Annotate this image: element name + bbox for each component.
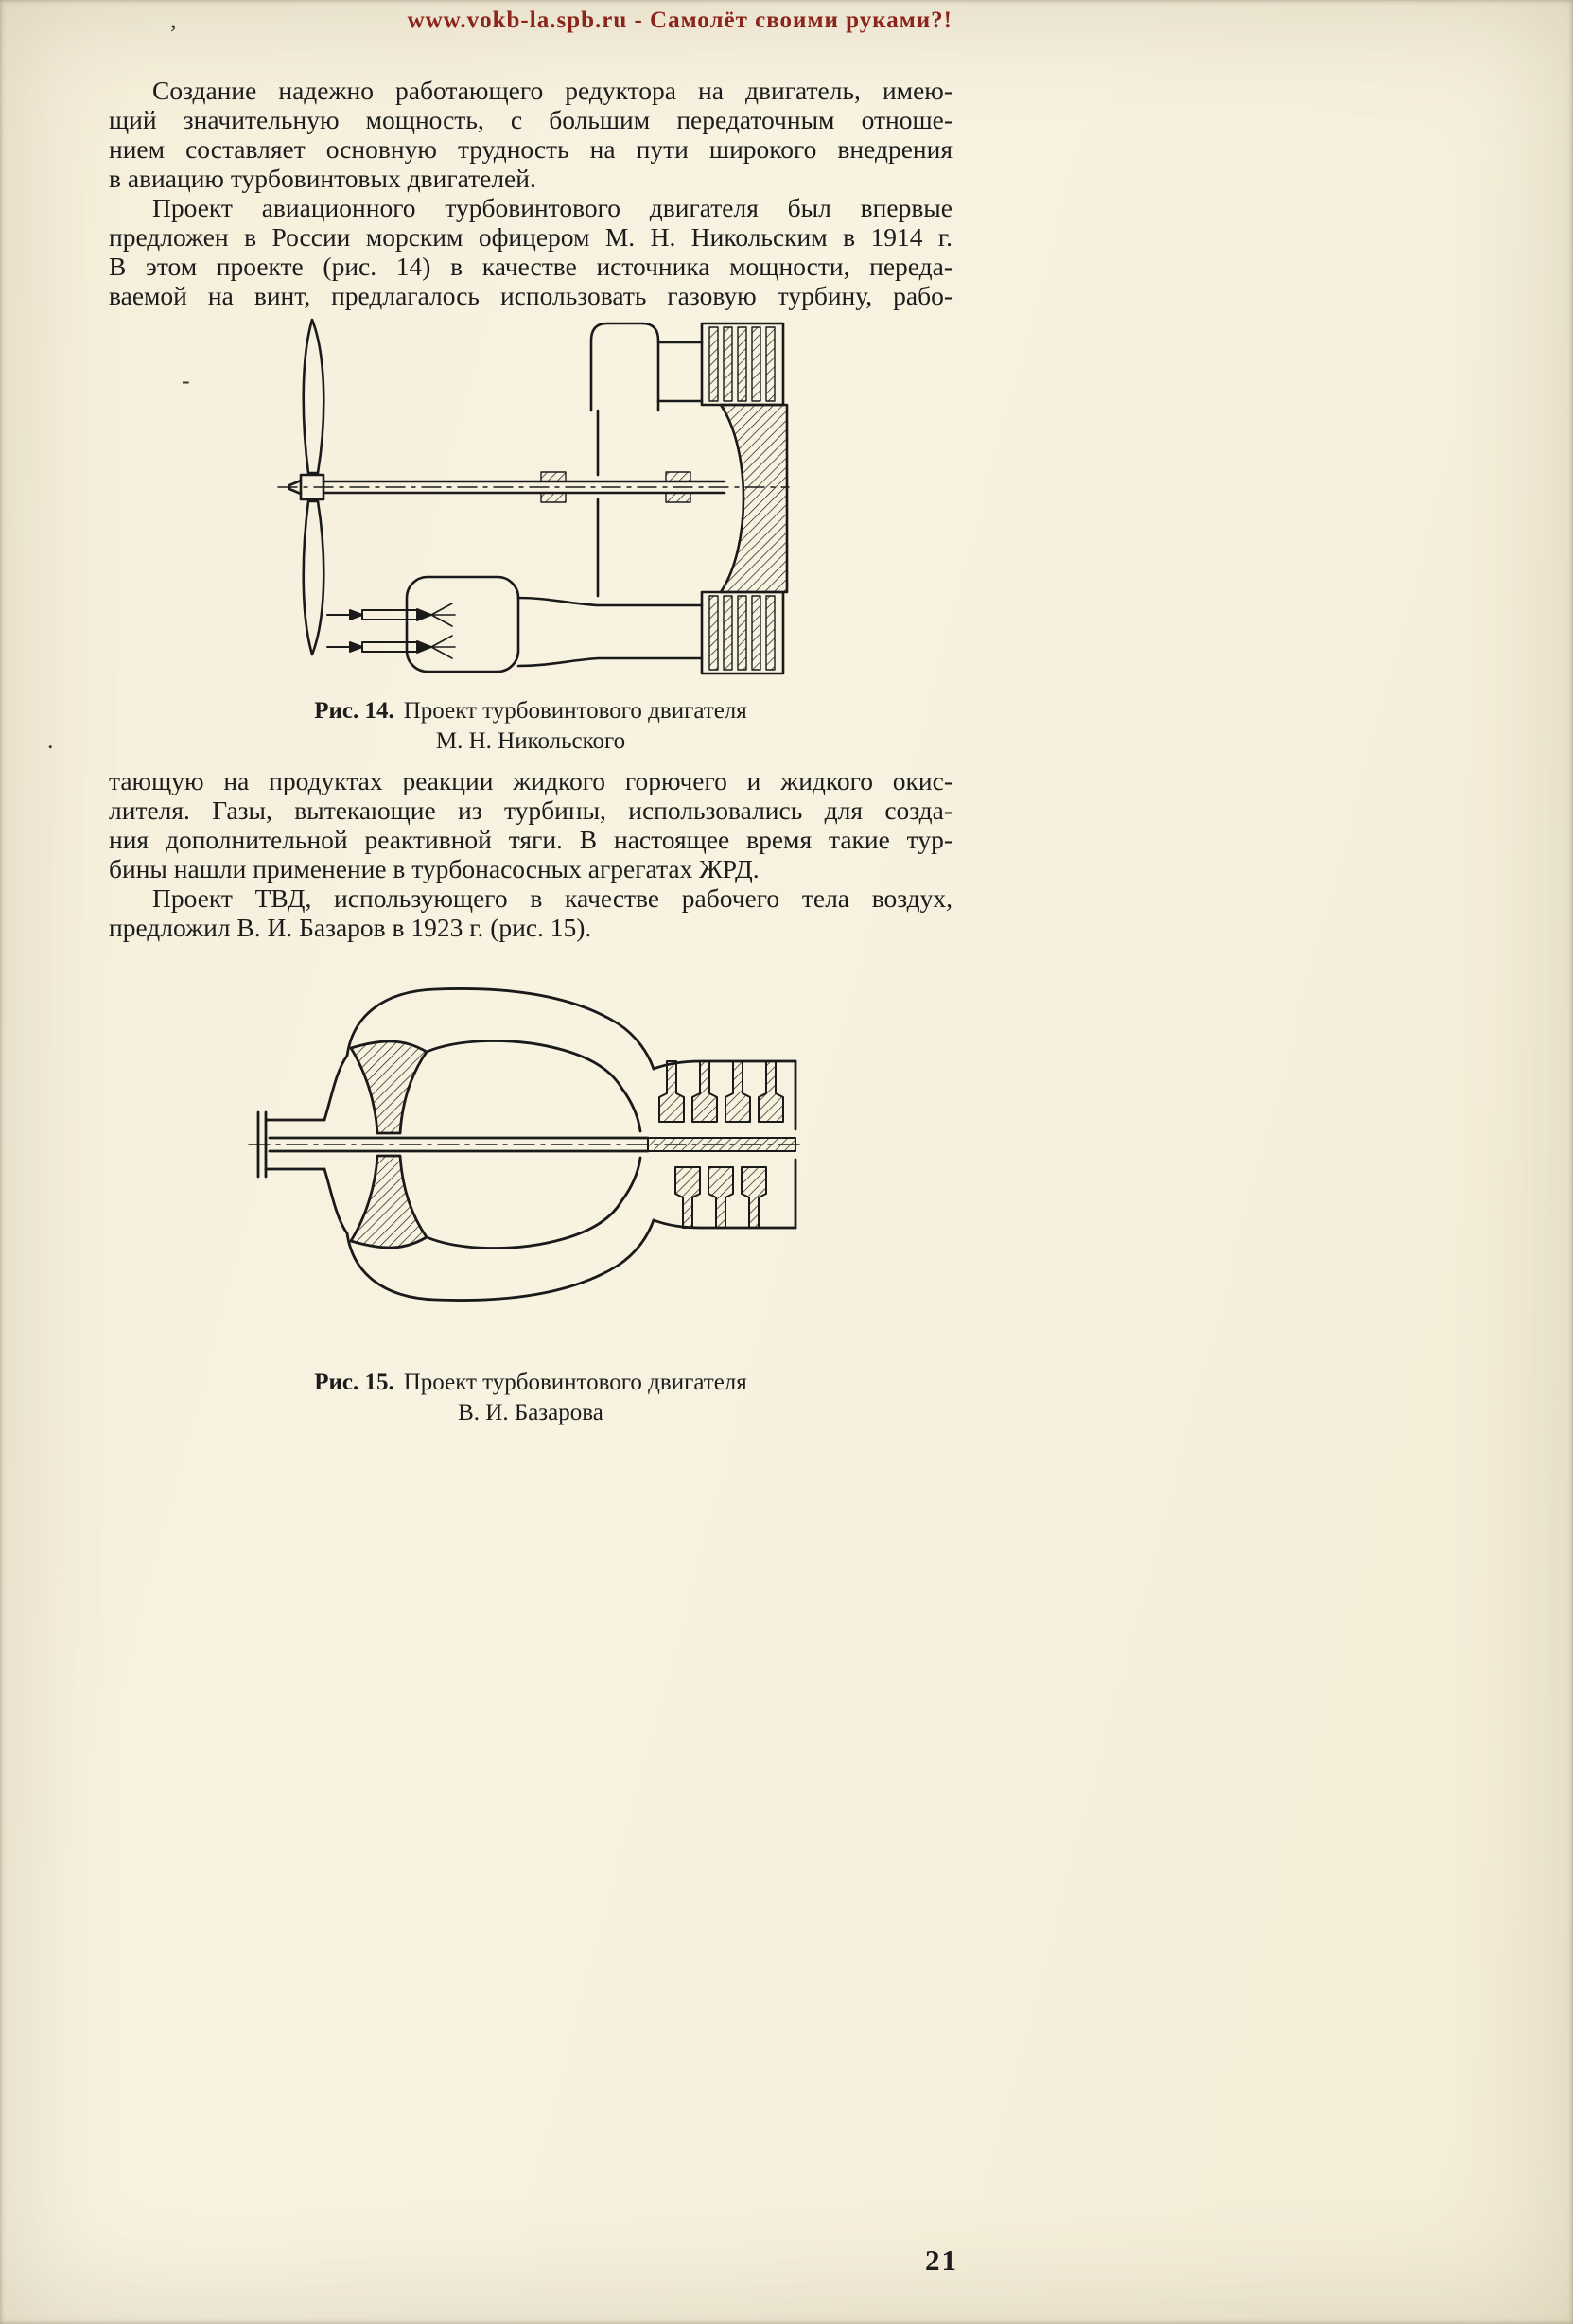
paragraph-2: Проект авиационного турбовинтового двига… — [109, 193, 953, 310]
text-line: бины нашли применение в турбонасосных аг… — [109, 854, 760, 883]
text-line: Создание надежно работающего редуктора н… — [152, 76, 953, 105]
figure-15-label: Рис. 15. — [314, 1370, 394, 1395]
figure-14-label: Рис. 14. — [314, 698, 394, 724]
figure-14-caption: Рис. 14.Проект турбовинтового двигателя … — [109, 696, 953, 757]
page-number: 21 — [925, 2244, 958, 2277]
paragraph-4: Проект ТВД, использующего в качестве раб… — [109, 883, 953, 942]
propeller — [288, 318, 325, 656]
air-duct-bottom — [345, 1156, 655, 1302]
figure-14 — [265, 314, 795, 683]
turbine-blades-top — [658, 1060, 784, 1123]
scan-artifact: - — [182, 367, 190, 394]
fuel-injector-2 — [326, 635, 456, 659]
engine-shaft — [268, 1136, 796, 1153]
figure-14-drawing — [277, 318, 790, 675]
figure-15 — [241, 982, 809, 1360]
text-line: ния дополнительной реактивной тяги. В на… — [109, 825, 953, 854]
text-line: предложил В. И. Базаров в 1923 г. (рис. … — [109, 913, 592, 942]
body-text-block-1: Создание надежно работающего редуктора н… — [109, 76, 953, 310]
text-line: щий значительную мощность, с большим пер… — [109, 105, 953, 134]
turbine-rotor — [719, 403, 789, 594]
turbine-blade-row-bottom — [700, 590, 785, 675]
text-line: В этом проекте (рис. 14) в качестве исто… — [109, 252, 953, 281]
figure-14-caption-text: Проект турбовинтового двигателя — [403, 698, 747, 724]
text-line: ваемой на винт, предлагалось использоват… — [109, 281, 953, 310]
text-line: в авиацию турбовинтовых двигателей. — [109, 164, 536, 193]
figure-15-caption-line2: В. И. Базарова — [458, 1400, 603, 1425]
figure-14-caption-line2: М. Н. Никольского — [435, 728, 626, 754]
compressor-impeller — [349, 1040, 428, 1249]
text-line: нием составляет основную трудность на пу… — [109, 134, 953, 164]
text-line: лителя. Газы, вытекающие из турбины, исп… — [109, 795, 953, 825]
scan-artifact: . — [47, 726, 54, 754]
fuel-injector-1 — [326, 603, 456, 627]
scan-artifact: , — [170, 6, 177, 33]
combustion-chamber-top — [589, 322, 704, 412]
figure-15-caption: Рис. 15.Проект турбовинтового двигателя … — [109, 1368, 953, 1428]
text-line: Проект ТВД, использующего в качестве раб… — [152, 883, 953, 913]
combustion-chamber-bottom — [405, 575, 520, 673]
propeller-shaft — [322, 471, 726, 503]
lower-duct — [516, 596, 704, 668]
figure-15-caption-text: Проект турбовинтового двигателя — [403, 1370, 747, 1395]
text-line: Проект авиационного турбовинтового двига… — [152, 193, 953, 222]
text-line: тающую на продуктах реакции жидкого горю… — [109, 766, 953, 795]
turbine-blade-row-top — [700, 322, 785, 407]
air-duct-top — [345, 987, 655, 1133]
compressor-casing — [323, 1054, 349, 1235]
intake-pipe — [256, 1110, 326, 1179]
paragraph-1: Создание надежно работающего редуктора н… — [109, 76, 953, 193]
text-line: предложен в России морским офицером М. Н… — [109, 222, 953, 252]
figure-15-drawing — [248, 987, 802, 1302]
body-text-block-2: тающую на продуктах реакции жидкого горю… — [109, 766, 953, 942]
turbine-blades-bottom — [674, 1166, 767, 1229]
watermark-header: www.vokb-la.spb.ru - Самолёт своими рука… — [407, 8, 953, 33]
paragraph-3: тающую на продуктах реакции жидкого горю… — [109, 766, 953, 883]
